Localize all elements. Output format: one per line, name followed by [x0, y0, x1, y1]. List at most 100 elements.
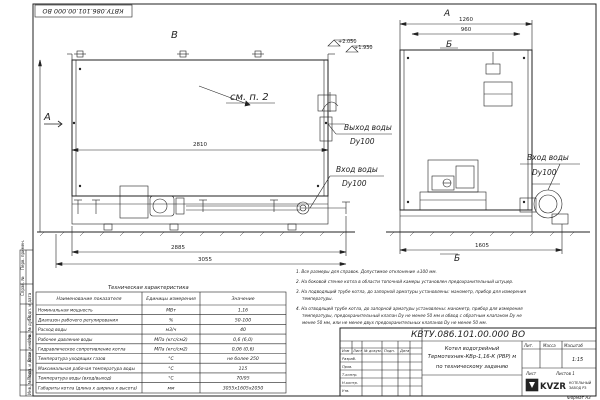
view-label-a: А: [443, 9, 450, 19]
table-cell-value: 40: [240, 327, 246, 333]
product-name: Термотехник-КВр-1,16-К (РВР) м: [428, 354, 516, 360]
table-cell-name: Температура воды (вход/выход): [38, 376, 112, 382]
table-cell-name: Максимальная рабочая температура воды: [38, 366, 136, 372]
note-line: температуры.: [302, 296, 333, 301]
table-header: Наименование показателя: [56, 296, 121, 302]
level-marks: +2.050 +1.930: [327, 39, 373, 53]
callout-text: Dy100: [342, 179, 367, 188]
dim-label: 960: [461, 27, 472, 33]
company-name: ЗАВОД РЗ: [569, 386, 586, 390]
tb-row: Н.контр.: [342, 381, 358, 385]
table-header: Единицы измерения: [146, 296, 196, 302]
tb-row: Утв.: [342, 389, 350, 393]
tech-table: Техническая характеристика Номинальная м…: [35, 285, 287, 394]
callout-text: Вход воды: [527, 153, 569, 162]
dim-960: 960: [411, 27, 521, 36]
table-cell-value: 50-100: [235, 317, 251, 323]
top-stamp: КВТУ.086.101.00.000 ВО: [42, 7, 123, 15]
table-title: Техническая характеристика: [108, 285, 189, 291]
sheet-label: Лист: [525, 371, 537, 376]
note-line: 1. Все размеры для справок. Допустимое о…: [296, 269, 437, 274]
dim-1605: 1605: [399, 224, 563, 254]
dim-3055: 3055: [55, 234, 347, 268]
top-stamp-box: [34, 4, 133, 18]
floor-hatch: [39, 231, 345, 237]
title-block: КВТУ.086.101.00.000 ВО Котел водогрейный…: [339, 327, 597, 397]
side-label: Инв. № подл.: [27, 367, 32, 395]
dim-label: 1605: [475, 243, 489, 249]
table-cell-value: 115: [239, 366, 248, 372]
side-strip: [19, 249, 34, 397]
side-label: Инв. № дубл.: [27, 315, 32, 342]
boiler-base: [71, 195, 329, 225]
format-label: Формат А3: [567, 395, 591, 400]
note-line: 4. На отводящей трубе котла, до запорной…: [296, 306, 523, 311]
note-line: 3. На подводящий трубе котла, до запорно…: [296, 289, 526, 294]
table-cell-name: Габариты котла (длина x ширина x высота): [38, 385, 137, 391]
table-cell-name: Расход воды: [38, 327, 67, 333]
table-cell-name: Рабочее давление воды: [38, 337, 93, 343]
table-cell-unit: МВт: [166, 308, 176, 314]
table-cell-value: не более 250: [227, 356, 259, 362]
tb-col: Лист: [352, 349, 363, 353]
dim-1260: 1260: [399, 17, 533, 50]
tb-col: Дата: [399, 349, 409, 353]
boiler-front: [399, 49, 533, 211]
drawing-code: КВТУ.086.101.00.000 ВО: [411, 330, 525, 340]
table-cell-value: 0,06 (0,6): [232, 347, 255, 353]
product-name: по техническому заданию: [436, 364, 509, 370]
side-label: Взам. инв. №: [27, 335, 32, 362]
see-note-label: см. п. 2: [230, 92, 269, 103]
table-cell-value: 0,6 (6,0): [233, 337, 253, 343]
dim-label: 1260: [459, 17, 473, 23]
logo-text: KVZR: [540, 382, 566, 392]
burner-assembly: [119, 185, 310, 219]
table-cell-value: 1,16: [238, 308, 248, 314]
hdr-lit: Лит.: [523, 343, 533, 348]
tb-row: Разраб.: [342, 357, 356, 361]
callout-water-in: Вход воды Dy100: [309, 165, 384, 209]
table-cell-value: 3055x1605x2050: [223, 385, 264, 391]
table-cell-unit: МПа (кгс/см2): [154, 347, 188, 353]
table-cell-unit: °С: [168, 376, 174, 382]
table-cell-unit: МПа (кгс/см2): [154, 337, 188, 343]
callout-text: Dy100: [350, 137, 375, 146]
view-label-b: В: [171, 30, 178, 41]
hdr-mass: Масса: [543, 343, 556, 348]
tb-row: Пров.: [342, 365, 352, 369]
table-cell-name: Гидравлическое сопротивление котла: [38, 347, 126, 353]
support-legs: [103, 223, 297, 231]
dim-label: 2885: [171, 245, 185, 251]
section-label-right: Б: [454, 254, 460, 264]
dim-2810: 2810: [71, 142, 329, 152]
table-cell-name: Температура уходящих газов: [38, 356, 106, 362]
callout-water-in-right: Вход воды Dy100: [520, 153, 580, 191]
section-label-left: Б: [446, 40, 452, 50]
tb-col: Изм: [342, 349, 350, 353]
table-cell-unit: %: [169, 317, 173, 323]
tb-col: Подп.: [384, 349, 395, 353]
dim-label: 2810: [193, 142, 207, 148]
table-cell-unit: °С: [168, 366, 174, 372]
scale-value: 1:15: [572, 357, 583, 363]
callout-text: Выход воды: [344, 123, 392, 132]
side-label: Справ. №: [20, 277, 25, 296]
sheets-label: Листов 1: [555, 371, 575, 376]
view-arrow-label-a: А: [43, 112, 51, 123]
table-header: Значение: [231, 296, 254, 302]
lifting-lugs: [74, 50, 264, 58]
note-line: температуры, предохранительный клапан Dy…: [302, 313, 522, 318]
tb-row: Т.контр.: [342, 373, 358, 377]
table-cell-unit: °С: [168, 356, 174, 362]
note-line: менее 50 мм, или не менее двух предохран…: [302, 320, 487, 325]
circulation-pump: [519, 183, 569, 225]
callout-text: Вход воды: [336, 165, 378, 174]
table-cell-unit: мм: [168, 386, 175, 391]
note-line: 2. На боковой стенке котла в области топ…: [296, 279, 513, 284]
tb-col: № докум.: [363, 349, 382, 353]
valves: [74, 199, 350, 214]
side-view: В А см. п. 2: [37, 30, 392, 268]
boiler-body: [71, 59, 329, 197]
